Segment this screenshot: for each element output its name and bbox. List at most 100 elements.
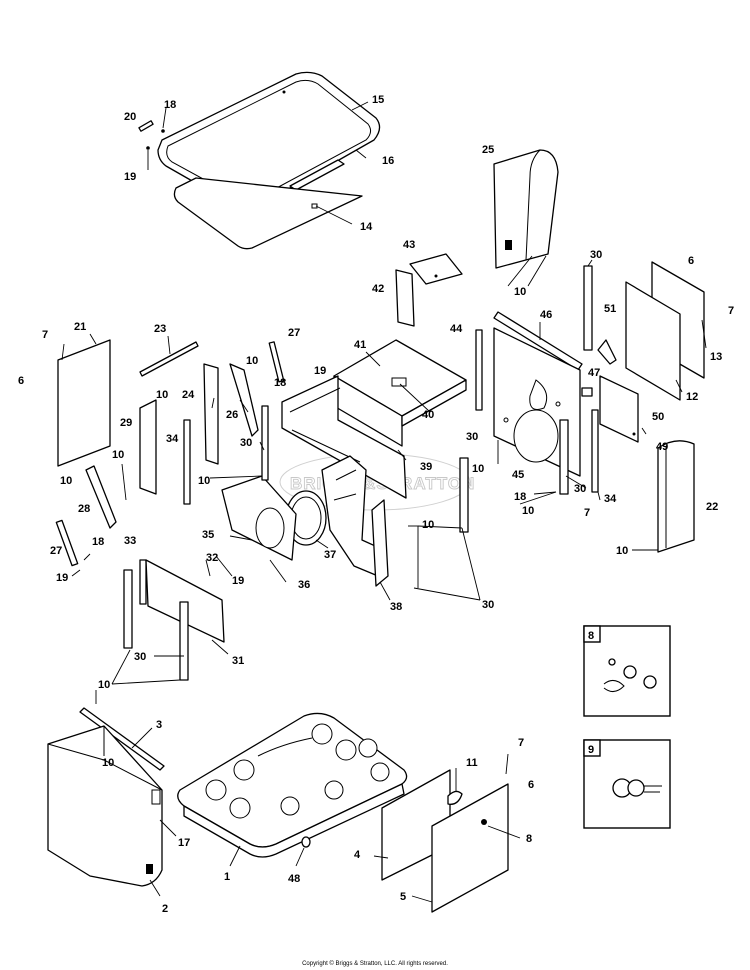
callout: 19	[124, 171, 136, 183]
inset-box-part-8	[583, 625, 671, 717]
label-part-47	[581, 387, 593, 397]
latch-part-11	[447, 790, 463, 805]
callout: 18	[164, 99, 176, 111]
lid-liner-part-14	[173, 177, 363, 250]
callout: 17	[178, 837, 190, 849]
lid-hinge-hardware	[138, 120, 165, 150]
callout: 30	[134, 651, 146, 663]
tray-part-41	[333, 339, 467, 447]
back-panel-part-45	[493, 327, 581, 477]
callout: 15	[372, 94, 384, 106]
callout: 30	[466, 431, 478, 443]
callout: 30	[482, 599, 494, 611]
callout: 46	[540, 309, 552, 321]
bracket-part-42	[395, 269, 415, 327]
callout: 10	[514, 286, 526, 298]
door-panel-part-5	[431, 783, 509, 913]
callout: 10	[246, 355, 258, 367]
bracket-part-51	[597, 339, 617, 365]
callout: 7	[584, 507, 590, 519]
callout: 26	[226, 409, 238, 421]
callout: 7	[518, 737, 524, 749]
callout: 34	[604, 493, 617, 505]
callout: 10	[422, 519, 434, 531]
callout: 29	[120, 417, 132, 429]
callout: 43	[403, 239, 415, 251]
corner-panel-part-22	[657, 440, 695, 553]
strip-part-44	[475, 329, 483, 411]
callout: 51	[604, 303, 616, 315]
strip-part-34-right	[591, 409, 599, 493]
callout: 10	[102, 757, 114, 769]
callout: 24	[182, 389, 195, 401]
callout: 10	[472, 463, 484, 475]
callout: 19	[314, 365, 326, 377]
rail-part-30-lower	[123, 569, 189, 681]
strip-part-23	[139, 341, 199, 377]
callout: 10	[98, 679, 110, 691]
callout: 6	[688, 255, 694, 267]
callout: 49	[656, 441, 668, 453]
foot-part-48	[301, 836, 311, 848]
callout: 5	[400, 891, 406, 903]
callout: 30	[574, 483, 586, 495]
callout: 38	[390, 601, 402, 613]
callouts: 15 16 14 18 20 19 25 10 43 42 30 6 7 13 …	[18, 94, 734, 915]
callout: 1	[224, 871, 230, 883]
callout: 18	[274, 377, 286, 389]
callout: 6	[528, 779, 534, 791]
bracket-part-29	[139, 399, 157, 495]
callout: 40	[422, 409, 434, 421]
callout: 7	[42, 329, 48, 341]
rod-part-27	[55, 341, 285, 567]
callout: 19	[56, 572, 68, 584]
side-panel-part-21	[57, 339, 111, 467]
assembly-part-38	[321, 455, 389, 587]
tub-part-2	[47, 725, 163, 887]
copyright-notice: Copyright © Briggs & Stratton, LLC. All …	[302, 961, 448, 967]
callout: 42	[372, 283, 384, 295]
callout: 32	[206, 552, 218, 564]
callout: 10	[616, 545, 628, 557]
callout: 11	[466, 757, 478, 769]
callout: 4	[354, 849, 361, 861]
callout: 20	[124, 111, 136, 123]
callout: 25	[482, 144, 494, 156]
base-part-1	[177, 712, 408, 858]
arm-part-28	[85, 465, 117, 529]
callout: 22	[706, 501, 718, 513]
corner-panel-part-25	[493, 149, 559, 269]
rail-part-30-left	[261, 405, 269, 481]
callout: 12	[686, 391, 698, 403]
bracket-part-24	[203, 363, 219, 465]
callout: 23	[154, 323, 166, 335]
callout: 8	[588, 630, 594, 642]
callout: 10	[112, 449, 124, 461]
bar-part-3	[79, 707, 165, 771]
callout: 35	[202, 529, 214, 541]
ring-part-37	[285, 490, 327, 546]
callout: 7	[728, 305, 734, 317]
callout: 39	[420, 461, 432, 473]
callout: 30	[590, 249, 602, 261]
callout: 44	[450, 323, 463, 335]
callout: 19	[232, 575, 244, 587]
strip-part-34-left	[183, 419, 191, 505]
callout: 50	[652, 411, 664, 423]
callout: 16	[382, 155, 394, 167]
callout: 9	[588, 744, 594, 756]
rail-part-30-right	[459, 419, 569, 533]
callout: 14	[360, 221, 373, 233]
callout: 10	[522, 505, 534, 517]
bracket-part-26	[229, 363, 259, 437]
callout: 8	[526, 833, 532, 845]
callout: 18	[92, 536, 104, 548]
callout: 36	[298, 579, 310, 591]
callout: 13	[710, 351, 722, 363]
bracket-part-43	[409, 253, 463, 285]
callout: 3	[156, 719, 162, 731]
leader-lines	[61, 101, 707, 903]
rail-part-30-upper	[583, 265, 593, 351]
strip-part-46	[493, 311, 583, 371]
